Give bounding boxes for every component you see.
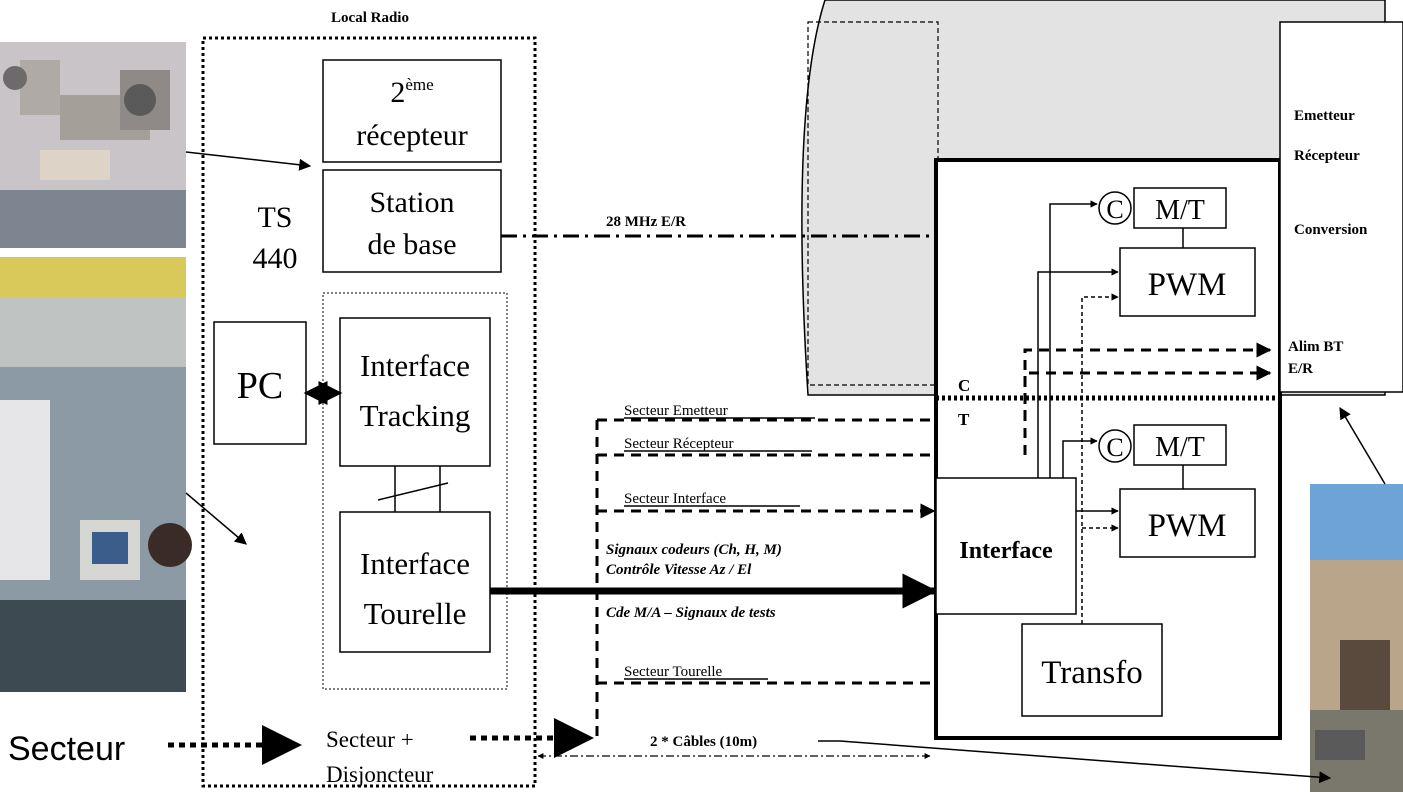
transfo-label: Transfo bbox=[1041, 655, 1142, 691]
interfaces-enclosure bbox=[322, 292, 508, 690]
second-receiver-box bbox=[322, 59, 502, 163]
second-receiver-label-line2: récepteur bbox=[356, 119, 468, 152]
mains-to-er bbox=[1023, 365, 1272, 420]
signals-label-line1: Signaux codeurs (Ch, H, M) bbox=[606, 542, 782, 558]
second-receiver-label: 2ème bbox=[390, 75, 433, 109]
ct-label: C bbox=[958, 376, 970, 395]
secteur-emetteur-label: Secteur Emetteur bbox=[624, 403, 728, 419]
ts440-label: TS bbox=[257, 201, 292, 234]
ct-label-line2: T bbox=[958, 410, 970, 429]
interface-tourelle-label-line2: Tourelle bbox=[364, 596, 467, 631]
local-radio-title: Local Radio bbox=[331, 10, 409, 26]
photo-radio-desk bbox=[0, 42, 186, 248]
motor-label-2: M/T bbox=[1155, 432, 1205, 463]
antenna-unit-box bbox=[1279, 21, 1403, 393]
mains-breaker-label-line2: Disjoncteur bbox=[326, 762, 434, 787]
motor-box-1 bbox=[1133, 187, 1227, 229]
signals-label-line3: Cde M/A – Signaux de tests bbox=[606, 605, 776, 621]
ts440-label-line2: 440 bbox=[253, 242, 298, 275]
emetteur-label: Emetteur bbox=[1294, 108, 1355, 124]
interface-to-coder-2 bbox=[1062, 437, 1098, 478]
coder-circle-1 bbox=[1098, 191, 1132, 225]
interface-tracking-label: Interface bbox=[360, 348, 470, 383]
desk-photo-pointer bbox=[185, 151, 312, 171]
mains-breaker-label: Secteur + bbox=[326, 727, 414, 752]
alim-bt-label: Alim BT bbox=[1288, 339, 1343, 355]
interface-tourelle-box bbox=[339, 511, 491, 653]
interface-tracking-box bbox=[339, 317, 491, 467]
mains-input-label: Secteur bbox=[8, 730, 125, 768]
pwm-label-2: PWM bbox=[1148, 508, 1227, 544]
transfo-to-pwm-1 bbox=[1081, 293, 1119, 624]
turret-interface-box bbox=[935, 477, 1077, 615]
cables-label: 2 * Câbles (10m) bbox=[650, 734, 757, 750]
pc-box bbox=[213, 321, 307, 445]
pwm-label-1: PWM bbox=[1148, 267, 1227, 303]
base-station-box bbox=[322, 169, 502, 273]
turret-interface-label: Interface bbox=[959, 538, 1053, 564]
interface-to-pwm-1 bbox=[1037, 268, 1119, 478]
pwm-box-2 bbox=[1119, 488, 1256, 558]
rf-28mhz-label: 28 MHz E/R bbox=[606, 214, 686, 230]
outdoor-photo-pointer bbox=[1339, 406, 1386, 485]
interface-tracking-label-line2: Tracking bbox=[360, 398, 471, 433]
signals-label-line2: Contrôle Vitesse Az / El bbox=[606, 562, 752, 578]
pc-label: PC bbox=[237, 365, 283, 407]
bus-slash bbox=[377, 482, 449, 501]
base-station-label-line2: de base bbox=[367, 228, 456, 261]
er-label: E/R bbox=[1288, 361, 1313, 377]
motor-label-1: M/T bbox=[1155, 195, 1205, 226]
interface-to-coder-1 bbox=[1049, 200, 1098, 478]
secteur-interface-label: Secteur Interface bbox=[624, 491, 726, 507]
cables-pointer bbox=[818, 740, 1332, 784]
coder-circle-2 bbox=[1098, 429, 1132, 463]
interface-tourelle-label: Interface bbox=[360, 546, 470, 581]
pwm-box-1 bbox=[1119, 247, 1256, 317]
coder-label-2: C bbox=[1106, 433, 1123, 462]
photo-outdoor-site bbox=[1310, 484, 1403, 792]
secteur-recepteur-label: Secteur Récepteur bbox=[624, 436, 734, 452]
secteur-tourelle-label: Secteur Tourelle bbox=[624, 664, 723, 680]
base-station-label: Station bbox=[369, 186, 454, 219]
coder-label-1: C bbox=[1106, 195, 1123, 224]
room-photo-pointer bbox=[185, 492, 247, 545]
motor-box-2 bbox=[1133, 424, 1227, 466]
transfo-box bbox=[1021, 623, 1163, 717]
antenna-support-outline bbox=[807, 21, 939, 386]
photo-operator-room bbox=[0, 257, 192, 692]
recepteur-label: Récepteur bbox=[1294, 148, 1360, 164]
conversion-label: Conversion bbox=[1294, 222, 1368, 238]
